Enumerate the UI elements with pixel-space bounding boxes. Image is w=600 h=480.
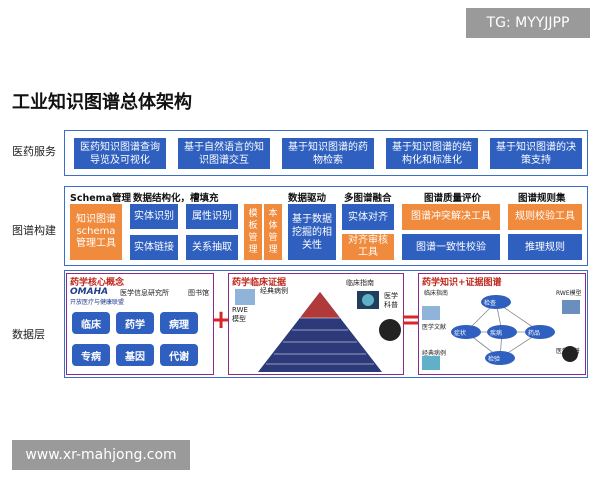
side-label-literature: 医学文献 (422, 324, 447, 331)
alignment-review-box: 对齐审核工具 (342, 234, 394, 260)
label-guidelines: 临床指南 (346, 279, 374, 287)
section-quality: 图谱质量评价 (424, 193, 482, 204)
schema-tool-box: 知识图谱schema管理工具 (70, 204, 122, 260)
row-label-services: 医药服务 (12, 145, 56, 158)
consistency-check-box: 图谱一致性校验 (402, 234, 500, 260)
section-rules: 图谱规则集 (518, 193, 566, 204)
section-structuring: 数据结构化，槽填充 (133, 193, 219, 204)
side-label-guidelines: 临床指南 (424, 290, 449, 297)
knowledge-graph-network (422, 295, 580, 370)
data-layer-row-box (64, 270, 588, 378)
library-name: 图书馆 (188, 289, 209, 297)
omaha-logo: OMAHA (70, 287, 109, 297)
node-exam: 检查 (484, 300, 497, 307)
label-rwe-model: RWE模型 (232, 306, 248, 323)
entity-alignment-box: 实体对齐 (342, 204, 394, 230)
section-schema: Schema管理 (70, 193, 131, 204)
service-item-query: 医药知识图谱查询导览及可视化 (74, 138, 166, 169)
data-mining-box: 基于数据挖掘的相关性 (288, 204, 336, 260)
concept-pharmacy: 药学 (116, 312, 154, 334)
equals-operator: = (400, 305, 422, 335)
node-lab-test: 检验 (488, 356, 501, 363)
conflict-tool-box: 图谱冲突解决工具 (402, 204, 500, 230)
watermark-bottom-left: www.xr-mahjong.com (12, 440, 190, 470)
evidence-pyramid (258, 292, 382, 372)
guideline-icon (357, 291, 379, 309)
construction-row-box (64, 186, 588, 266)
concept-gene: 基因 (116, 344, 154, 366)
concept-specialty-disease: 专病 (72, 344, 110, 366)
node-disease: 疾病 (490, 330, 503, 337)
case-icon (235, 289, 255, 305)
science-icon (379, 319, 401, 341)
label-medical-science: 医学科普 (384, 292, 398, 309)
service-item-drug-search: 基于知识图谱的药物检索 (282, 138, 374, 169)
side-label-rwe: RWE模型 (556, 290, 582, 297)
reasoning-rules-box: 推理规则 (508, 234, 582, 260)
concept-clinical: 临床 (72, 312, 110, 334)
watermark-top-right: TG: MYYJJPP (466, 8, 590, 38)
institute-name: 医学信息研究所 (120, 289, 169, 297)
panel-clinical-evidence-title: 药学临床证据 (232, 278, 287, 288)
entity-linking-box: 实体链接 (130, 235, 178, 260)
concept-metabolism: 代谢 (160, 344, 198, 366)
section-multi-fusion: 多图谱融合 (344, 193, 392, 204)
omaha-subtitle: 开放医疗与健康联盟 (70, 299, 125, 306)
service-item-nl-interaction: 基于自然语言的知识图谱交互 (178, 138, 270, 169)
entity-recognition-box: 实体识别 (130, 204, 178, 229)
relation-extraction-box: 关系抽取 (186, 235, 238, 260)
node-symptom: 症状 (454, 330, 467, 337)
side-label-cases: 经典病例 (422, 350, 447, 357)
service-item-decision-support: 基于知识图谱的决策支持 (490, 138, 582, 169)
section-data-driven: 数据驱动 (288, 193, 327, 204)
node-drug: 药品 (528, 330, 541, 337)
plus-operator: + (210, 305, 232, 335)
services-row-box (64, 130, 588, 176)
attribute-recognition-box: 属性识别 (186, 204, 238, 229)
row-label-construction: 图谱构建 (12, 224, 56, 237)
service-item-standardization: 基于知识图谱的结构化和标准化 (386, 138, 478, 169)
template-management-box: 模板管理 (244, 204, 262, 260)
side-label-science: 医学科普 (556, 348, 581, 355)
page-title: 工业知识图谱总体架构 (12, 92, 192, 113)
ontology-management-box: 本体管理 (264, 204, 282, 260)
row-label-data-layer: 数据层 (12, 328, 45, 341)
panel-core-concepts-title: 药学核心概念 (70, 278, 125, 288)
panel-knowledge-graph-title: 药学知识+证据图谱 (422, 278, 502, 288)
concept-pathology: 病理 (160, 312, 198, 334)
label-classic-cases: 经典病例 (260, 287, 288, 295)
rule-check-tool-box: 规则校验工具 (508, 204, 582, 230)
